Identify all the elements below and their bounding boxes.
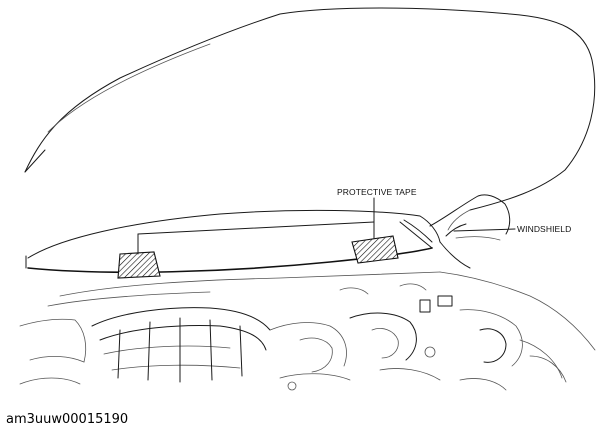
hood-panel — [25, 209, 441, 274]
protective-tape-leader — [137, 197, 375, 255]
hood-protective-tape-diagram: PROTECTIVE TAPE WINDSHIELD — [19, 7, 596, 391]
protective-tape-left — [117, 251, 161, 279]
windshield-label: WINDSHIELD — [517, 224, 571, 234]
figure-id: am3uuw00015190 — [6, 412, 129, 427]
open-hood — [24, 7, 596, 231]
windshield — [429, 194, 516, 269]
protective-tape-label: PROTECTIVE TAPE — [337, 187, 417, 197]
engine-bay — [19, 271, 596, 391]
protective-tape-right — [351, 235, 399, 264]
